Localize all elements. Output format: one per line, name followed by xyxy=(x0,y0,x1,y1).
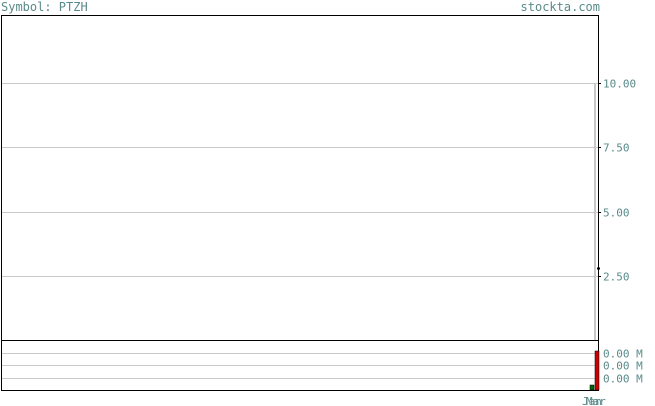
x-tick-label: Mar xyxy=(586,395,606,406)
x-tick-label: Jan xyxy=(582,395,602,406)
volume-bar xyxy=(589,384,595,391)
symbol-label: Symbol: PTZH xyxy=(1,0,88,14)
volume-tick-labels: 0.00 M0.00 M0.00 M xyxy=(603,348,643,386)
price-tick-label: 2.50 xyxy=(603,271,630,284)
price-tick-label: 5.00 xyxy=(603,207,630,220)
price-tick-label: 10.00 xyxy=(603,78,636,91)
price-grid xyxy=(1,83,601,277)
volume-bar xyxy=(594,350,600,391)
price-tick-label: 7.50 xyxy=(603,142,630,155)
volume-tick-label: 0.00 M xyxy=(603,373,643,386)
price-tick-labels: 10.00 7.50 5.00 2.50 xyxy=(603,78,636,284)
volume-grid xyxy=(1,353,598,379)
volume-bars xyxy=(589,350,600,391)
site-label: stockta.com xyxy=(520,0,600,14)
volume-tick-label: 0.00 M xyxy=(603,348,643,361)
volume-tick-label: 0.00 M xyxy=(603,360,643,373)
price-panel-frame xyxy=(1,15,599,341)
